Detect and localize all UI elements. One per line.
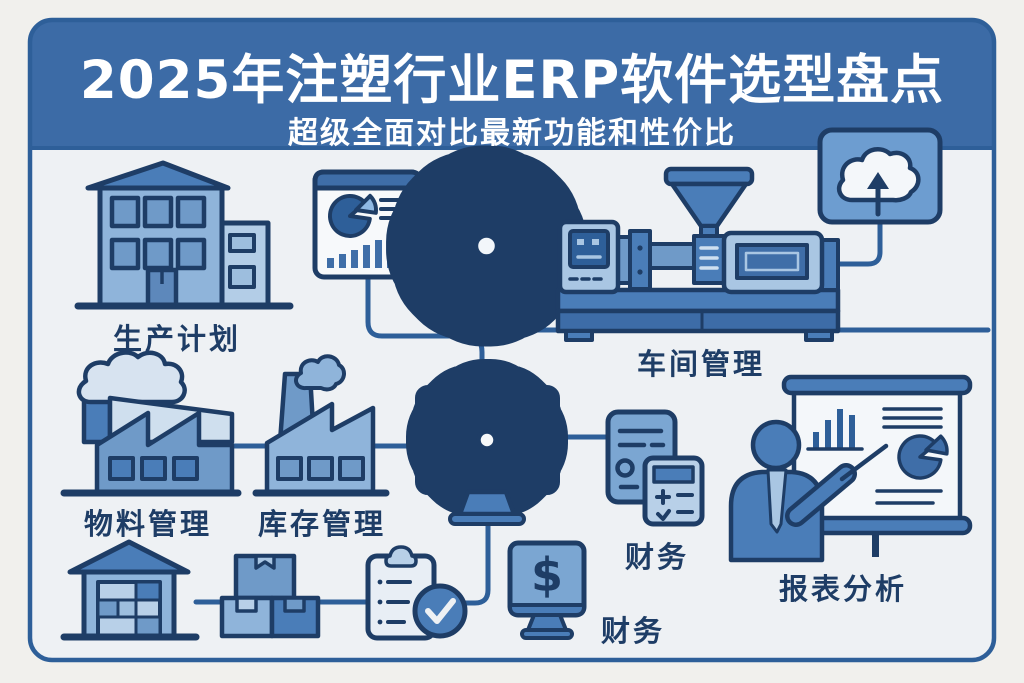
card-border [27, 17, 997, 663]
presenter-head [750, 419, 802, 471]
pointer-stick [839, 443, 889, 482]
label-finance-documents: 财务 [624, 540, 690, 574]
label-finance-monitor: 财务 [600, 614, 666, 648]
factory-chimney-icon [252, 354, 390, 497]
label-inventory-management: 库存管理 [257, 507, 387, 541]
injection-molding-machine-icon [555, 166, 841, 342]
erp-monitor-gear-icon [418, 388, 557, 526]
cloud-upload-icon [817, 127, 943, 225]
warehouse-icon [60, 539, 200, 641]
dollar-sign: $ [530, 548, 564, 602]
header-band [30, 20, 994, 148]
label-workshop-management: 车间管理 [636, 347, 766, 381]
presenter-whiteboard-icon [728, 374, 973, 563]
factory-smoke-icon [60, 350, 242, 497]
label-report-analysis: 报表分析 [778, 572, 908, 606]
page-subtitle: 超级全面对比最新功能和性价比 [288, 116, 736, 151]
label-production-planning: 生产计划 [112, 322, 242, 356]
office-building-icon [74, 160, 294, 310]
gear-box-icon [440, 200, 533, 292]
checklist-clipboard-icon [365, 545, 468, 641]
upload-arrow [867, 172, 889, 189]
check-circle [412, 583, 468, 639]
label-material-management: 物料管理 [83, 507, 213, 541]
check-mark [425, 598, 456, 624]
finance-monitor-icon [507, 540, 587, 640]
shipping-boxes-icon [219, 553, 321, 639]
page-title: 2025年注塑行业ERP软件选型盘点 [79, 50, 945, 111]
invoice-calculator-icon [605, 409, 705, 527]
analytics-window-icon [312, 169, 423, 280]
